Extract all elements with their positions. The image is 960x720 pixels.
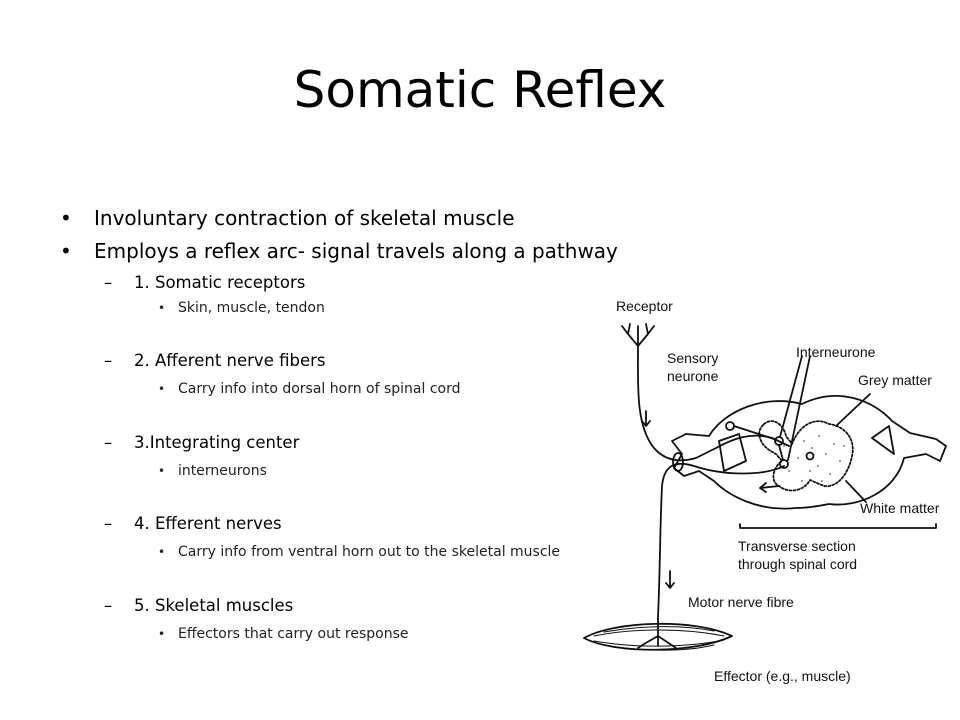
motor-arrow-icon [759, 482, 780, 493]
bullet-text: Involuntary contraction of skeletal musc… [94, 206, 515, 230]
white-matter-label: White matter [860, 500, 940, 516]
white-matter-pointer [845, 480, 867, 503]
bullet-text: Employs a reflex arc- signal travels alo… [94, 239, 618, 263]
bullet-icon: • [60, 206, 72, 230]
bullet-icon: • [158, 627, 166, 641]
reflex-arc-diagram: Receptor Sensory neurone Interneurone Gr… [574, 276, 960, 696]
grey-matter-label: Grey matter [858, 372, 932, 388]
step-label: 2. Afferent nerve fibers [134, 351, 326, 370]
interneurone-pointer [779, 355, 803, 438]
step-detail-text: Skin, muscle, tendon [178, 300, 325, 316]
dash-icon: – [104, 514, 113, 533]
muscle-fibers [593, 626, 725, 651]
dash-icon: – [104, 433, 113, 452]
step-label: 1. Somatic receptors [134, 273, 306, 292]
bullet-icon: • [158, 382, 166, 396]
motor-nerve-label: Motor nerve fibre [688, 594, 794, 610]
bullet-icon: • [158, 545, 166, 559]
dash-icon: – [104, 273, 113, 292]
transverse-label-2: through spinal cord [738, 556, 858, 572]
spinal-cord-outline [671, 395, 947, 510]
bullet-icon: • [158, 464, 166, 478]
interneurone-label: Interneurone [796, 344, 876, 360]
step-detail-text: interneurons [178, 463, 267, 479]
grey-matter-shape [758, 420, 854, 492]
reflex-arc-illustration [583, 323, 947, 651]
sensory-arrow-icon [641, 410, 651, 427]
dorsal-root-shape [718, 433, 747, 472]
sensory-neurone-path [637, 353, 717, 462]
bullet-icon: • [158, 301, 166, 315]
step-detail-text: Carry info into dorsal horn of spinal co… [178, 381, 461, 397]
motor-end-branches [637, 635, 677, 649]
receptor-label: Receptor [616, 298, 673, 314]
dash-icon: – [104, 596, 113, 615]
step-detail-text: Effectors that carry out response [178, 626, 409, 642]
motor-arrow-down-icon [665, 570, 675, 589]
step-label: 3.Integrating center [134, 433, 300, 452]
step-detail-text: Carry info from ventral horn out to the … [178, 544, 561, 560]
step-label: 4. Efferent nerves [134, 514, 282, 533]
transverse-bracket [739, 523, 937, 529]
sensory-neurone-label-1: Sensory [667, 350, 719, 366]
receptor-branches [621, 323, 655, 355]
dash-icon: – [104, 351, 113, 370]
grey-matter-pointer [835, 393, 871, 427]
sensory-neurone-label-2: neurone [667, 368, 719, 384]
interneurone-links [733, 425, 784, 461]
effector-label: Effector (e.g., muscle) [714, 668, 851, 684]
transverse-label-1: Transverse section [738, 538, 856, 554]
nerve-root-end [672, 452, 684, 472]
white-matter-right-shape [871, 425, 895, 455]
interneurone-cell-3 [779, 459, 789, 469]
interneurone-pointer-2 [787, 355, 811, 461]
step-label: 5. Skeletal muscles [134, 596, 294, 615]
central-canal [805, 451, 815, 461]
interneurone-cell-1 [725, 421, 735, 431]
slide-title: Somatic Reflex [293, 61, 667, 119]
bullet-icon: • [60, 239, 72, 263]
grey-matter-dots [783, 435, 845, 482]
motor-nerve-path [657, 462, 785, 637]
